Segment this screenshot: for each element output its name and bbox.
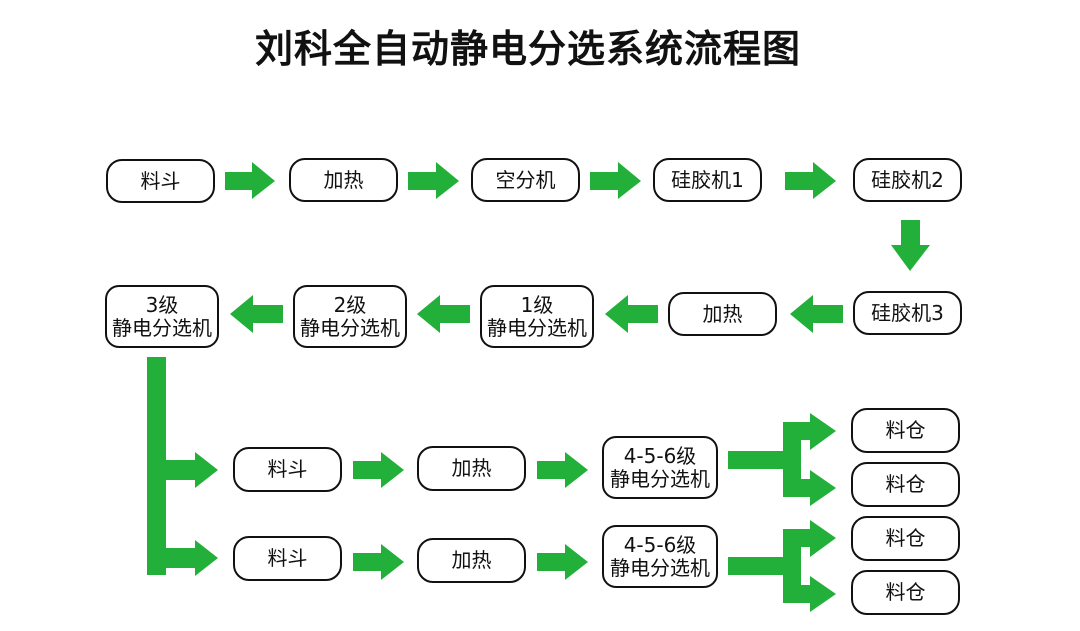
node-silica-gel-3: 硅胶机3: [853, 291, 962, 335]
node-separator-1: 1级 静电分选机: [480, 285, 594, 348]
node-silica-gel-2: 硅胶机2: [853, 158, 962, 202]
arrow-left-icon: [790, 295, 843, 333]
node-separator-456-b: 4-5-6级 静电分选机: [602, 525, 718, 588]
arrow-left-icon: [605, 295, 658, 333]
node-label: 料仓: [885, 526, 926, 550]
node-label: 料斗: [267, 457, 308, 481]
node-label: 硅胶机3: [871, 300, 944, 325]
node-bin: 料仓: [851, 516, 960, 561]
node-label: 料斗: [140, 168, 181, 193]
node-label-line1: 1级: [520, 292, 554, 317]
arrow-left-icon: [417, 295, 470, 333]
node-label: 加热: [702, 301, 743, 326]
node-label: 料仓: [885, 580, 926, 604]
arrow-right-icon: [537, 452, 588, 488]
arrow-right-icon: [147, 540, 218, 576]
node-bin: 料仓: [851, 408, 960, 453]
node-label: 硅胶机1: [671, 167, 744, 192]
node-label: 加热: [451, 548, 492, 572]
diagram-title: 刘科全自动静电分选系统流程图: [254, 27, 801, 71]
arrow-left-icon: [230, 295, 283, 333]
split-arrow-icon: [728, 413, 836, 506]
node-heating-b: 加热: [417, 538, 526, 583]
node-hopper-a: 料斗: [233, 447, 342, 492]
node-label: 加热: [323, 167, 364, 192]
node-hopper-b: 料斗: [233, 536, 342, 581]
node-label-line2: 静电分选机: [300, 315, 400, 340]
arrow-right-icon: [353, 544, 404, 580]
node-air-separator: 空分机: [471, 158, 580, 202]
branch-trunk: [147, 357, 166, 575]
node-separator-3: 3级 静电分选机: [105, 285, 219, 348]
node-hopper: 料斗: [106, 159, 215, 203]
node-label: 料仓: [885, 418, 926, 442]
node-label: 料仓: [885, 472, 926, 496]
node-separator-456-a: 4-5-6级 静电分选机: [602, 436, 718, 499]
node-bin: 料仓: [851, 570, 960, 615]
node-label: 料斗: [267, 546, 308, 570]
node-silica-gel-1: 硅胶机1: [653, 158, 762, 202]
node-label-line1: 3级: [145, 292, 179, 317]
node-label-line2: 静电分选机: [610, 555, 710, 580]
arrow-right-icon: [166, 452, 218, 488]
node-label: 空分机: [495, 167, 556, 192]
arrow-right-icon: [590, 162, 641, 199]
node-label-line1: 4-5-6级: [623, 532, 697, 557]
node-label-line2: 静电分选机: [112, 315, 212, 340]
node-label-line1: 2级: [333, 292, 367, 317]
arrow-right-icon: [408, 162, 459, 199]
arrow-right-icon: [353, 452, 404, 488]
arrow-down-icon: [891, 220, 930, 271]
node-heating-a: 加热: [417, 446, 526, 491]
arrow-right-icon: [537, 544, 588, 580]
arrow-right-icon: [785, 162, 836, 199]
node-heating-2: 加热: [668, 292, 777, 336]
node-separator-2: 2级 静电分选机: [293, 285, 407, 348]
node-label-line2: 静电分选机: [610, 466, 710, 491]
node-label: 加热: [451, 456, 492, 480]
node-label: 硅胶机2: [871, 167, 944, 192]
node-heating: 加热: [289, 158, 398, 202]
arrow-right-icon: [225, 162, 275, 199]
node-label-line2: 静电分选机: [487, 315, 587, 340]
node-label-line1: 4-5-6级: [623, 443, 697, 468]
split-arrow-icon: [728, 520, 836, 612]
node-bin: 料仓: [851, 462, 960, 507]
